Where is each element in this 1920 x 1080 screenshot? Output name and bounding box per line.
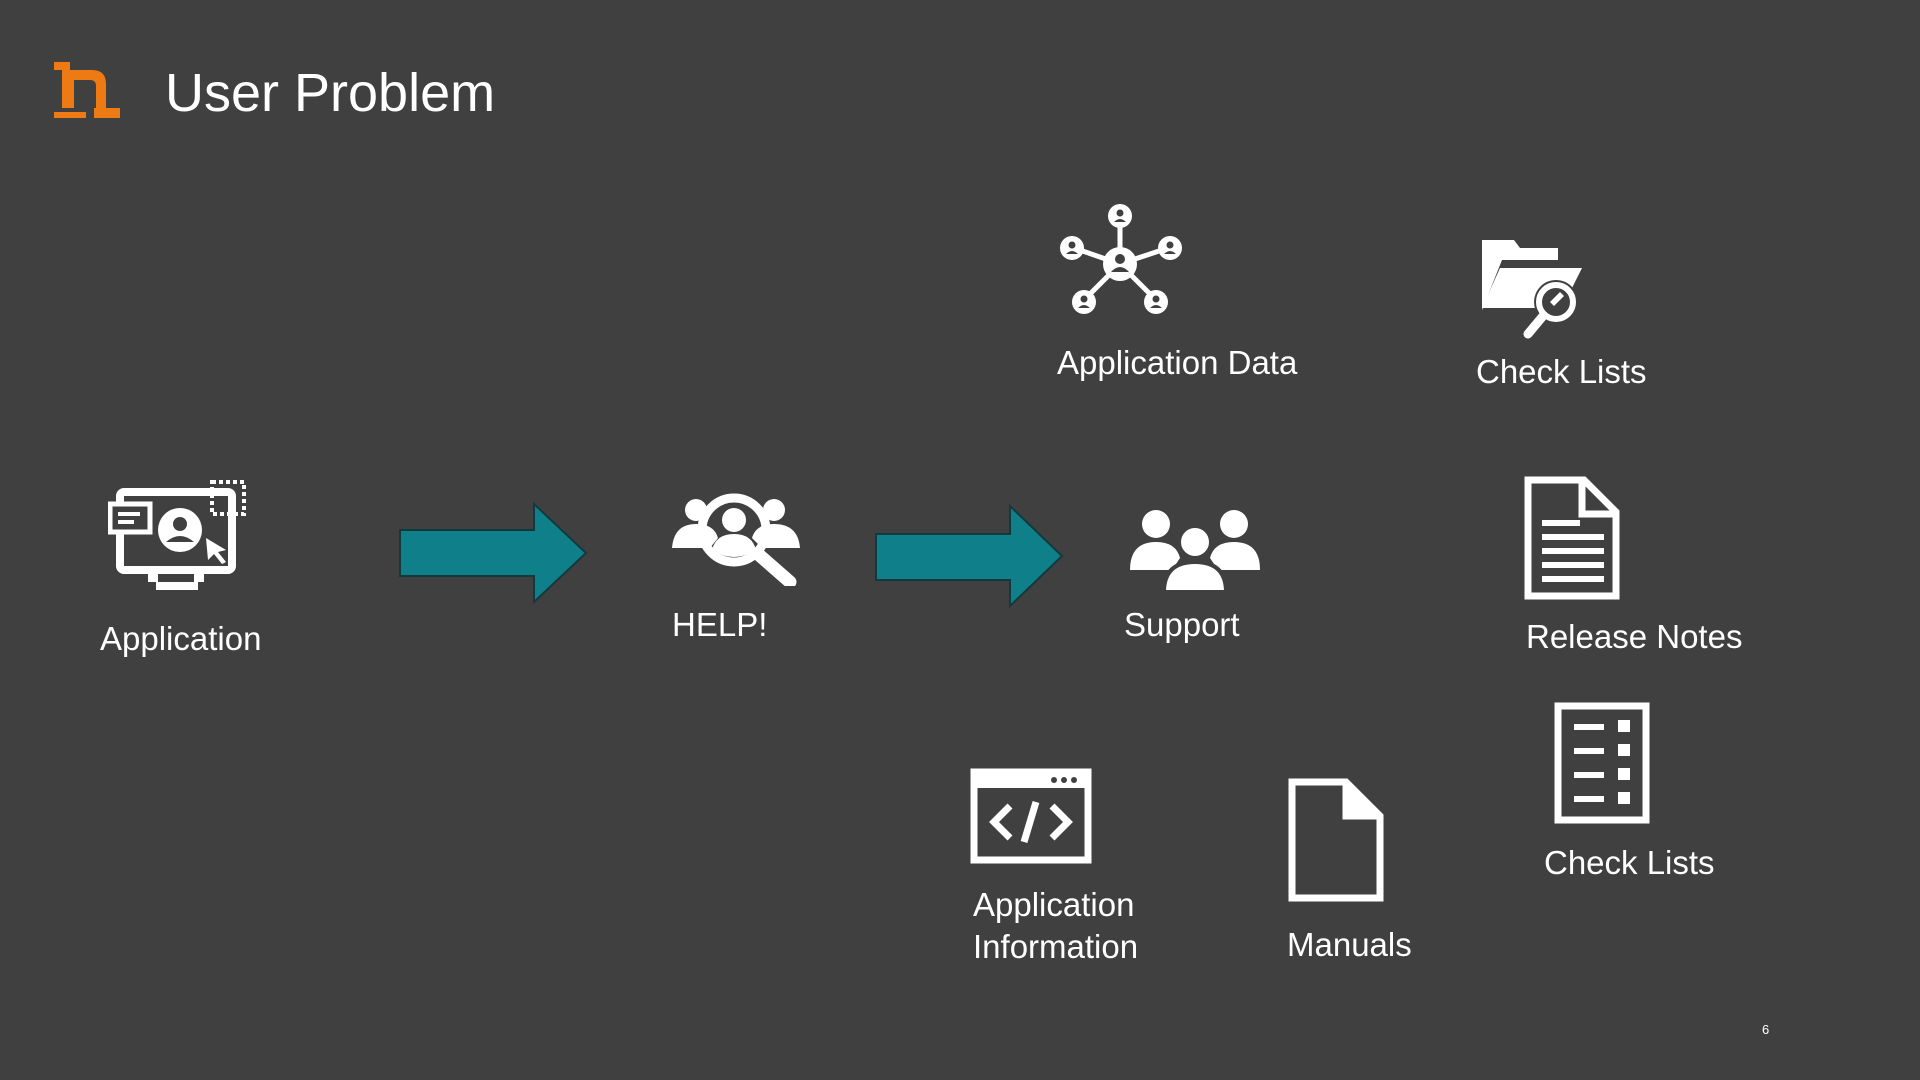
page-number: 6	[1762, 1022, 1770, 1037]
application-information-label-line2: Information	[973, 928, 1139, 965]
flow-arrow-2	[874, 504, 1064, 608]
document-lines-icon	[1524, 476, 1620, 600]
company-logo	[52, 60, 122, 118]
application-monitor-icon	[108, 478, 252, 594]
check-lists-bottom-label: Check Lists	[1544, 844, 1715, 881]
flow-arrow-1	[398, 502, 588, 604]
check-lists-top-label: Check Lists	[1476, 353, 1647, 390]
network-hub-icon	[1060, 204, 1182, 316]
application-data-label: Application Data	[1057, 344, 1298, 381]
user-search-icon	[670, 490, 802, 586]
manuals-label: Manuals	[1287, 926, 1412, 963]
checklist-icon	[1554, 702, 1650, 824]
blank-document-icon	[1288, 778, 1384, 902]
application-label: Application	[100, 620, 262, 657]
folder-search-icon	[1480, 234, 1586, 342]
slide-title: User Problem	[165, 63, 496, 123]
people-group-icon	[1130, 506, 1260, 592]
application-information-label-line1: Application	[973, 886, 1135, 923]
help-label: HELP!	[672, 606, 768, 643]
code-window-icon	[970, 768, 1092, 864]
support-label: Support	[1124, 606, 1240, 643]
release-notes-label: Release Notes	[1526, 618, 1743, 655]
